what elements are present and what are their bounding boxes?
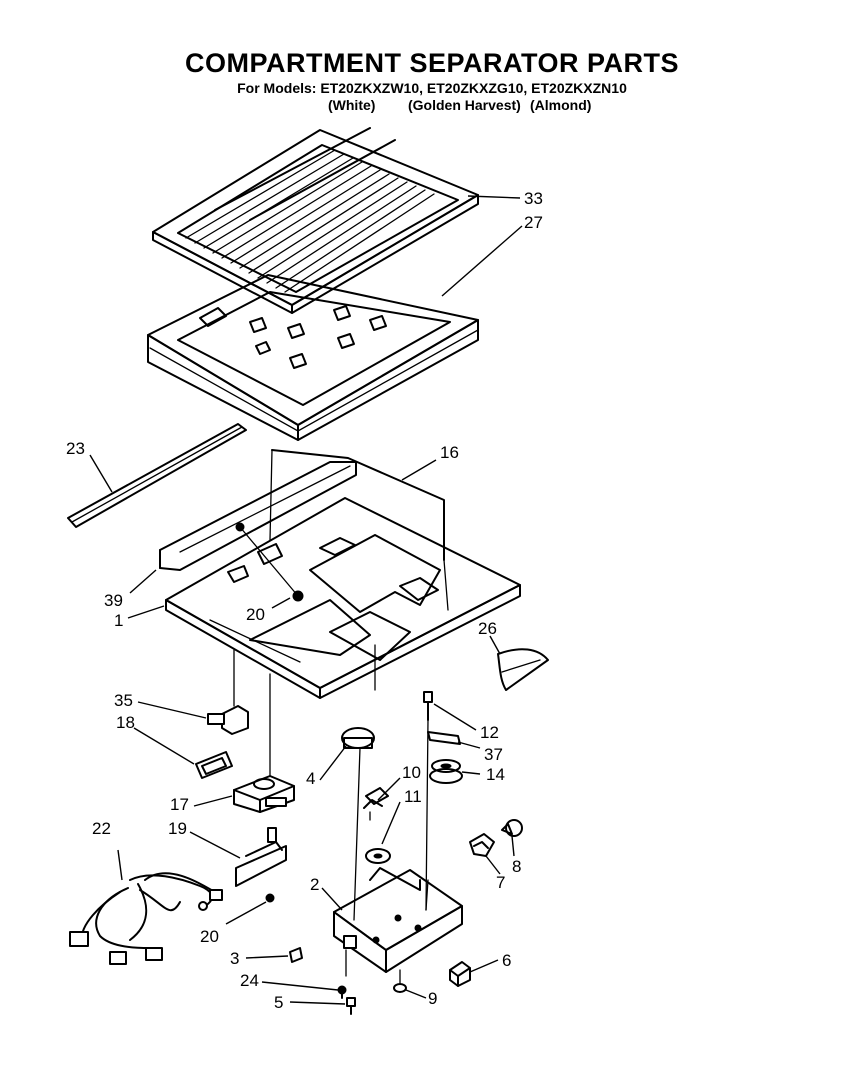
callout-5: 5 xyxy=(274,993,283,1012)
part-8-light-bulb xyxy=(501,819,523,837)
callout-14: 14 xyxy=(486,765,505,784)
part-14-grommet xyxy=(429,759,463,784)
callout-39: 39 xyxy=(104,591,123,610)
part-7-light-socket xyxy=(469,833,495,857)
page-title: COMPARTMENT SEPARATOR PARTS xyxy=(184,48,679,78)
callout-12: 12 xyxy=(480,723,499,742)
callout-2: 2 xyxy=(310,875,319,894)
callout-8: 8 xyxy=(512,857,521,876)
leader-lines xyxy=(89,195,523,1005)
callout-3: 3 xyxy=(230,949,239,968)
part-27-separator-frame xyxy=(147,274,479,441)
part-5-screw xyxy=(346,997,356,1015)
callout-7: 7 xyxy=(496,873,505,892)
part-39-air-duct xyxy=(159,461,357,583)
part-23-seal-strip xyxy=(67,423,247,528)
callout-22: 22 xyxy=(92,819,111,838)
part-18-bezel xyxy=(195,751,233,779)
part-35-control-knob xyxy=(207,649,249,735)
callout-20-lower: 20 xyxy=(200,927,219,946)
callout-18: 18 xyxy=(116,713,135,732)
part-11-washer xyxy=(365,848,391,864)
callout-19: 19 xyxy=(168,819,187,838)
part-12-screw xyxy=(423,691,433,911)
part-24-screw xyxy=(337,949,347,999)
part-1-separator-pan xyxy=(165,497,521,699)
part-33-cover-grille xyxy=(152,127,479,314)
callout-37: 37 xyxy=(484,745,503,764)
callout-6: 6 xyxy=(502,951,511,970)
part-20-screw-upper xyxy=(239,526,304,602)
part-10-sensor xyxy=(363,787,389,821)
part-16-heater-wire xyxy=(269,449,449,611)
callout-10: 10 xyxy=(402,763,421,782)
callout-20-upper: 20 xyxy=(246,605,265,624)
models-line: For Models: ET20ZKXZW10, ET20ZKXZG10, ET… xyxy=(237,80,627,96)
callout-9: 9 xyxy=(428,989,437,1008)
part-2-control-bracket xyxy=(333,867,463,973)
color-white: (White) xyxy=(328,97,376,113)
part-26-insulation xyxy=(497,648,549,691)
part-9-grommet xyxy=(393,969,407,993)
part-17-control-housing xyxy=(233,673,295,813)
part-37-clip xyxy=(427,731,461,745)
callout-23: 23 xyxy=(66,439,85,458)
callout-35: 35 xyxy=(114,691,133,710)
callout-27: 27 xyxy=(524,213,543,232)
callout-16: 16 xyxy=(440,443,459,462)
callout-17: 17 xyxy=(170,795,189,814)
callout-11: 11 xyxy=(404,787,422,806)
part-4-thermostat xyxy=(341,727,375,921)
callout-labels: 33 27 23 16 39 20 1 26 35 18 12 37 4 10 … xyxy=(66,189,543,1012)
callout-4: 4 xyxy=(306,769,315,788)
color-almond: (Almond) xyxy=(530,97,592,113)
callout-24: 24 xyxy=(240,971,259,990)
part-3-clip xyxy=(289,947,303,963)
callout-26: 26 xyxy=(478,619,497,638)
part-22-wiring-harness xyxy=(69,872,223,965)
part-19-mounting-bracket xyxy=(235,827,287,903)
part-6-switch xyxy=(449,961,471,987)
callout-1: 1 xyxy=(114,611,123,630)
callout-33: 33 xyxy=(524,189,543,208)
color-golden-harvest: (Golden Harvest) xyxy=(408,97,521,113)
